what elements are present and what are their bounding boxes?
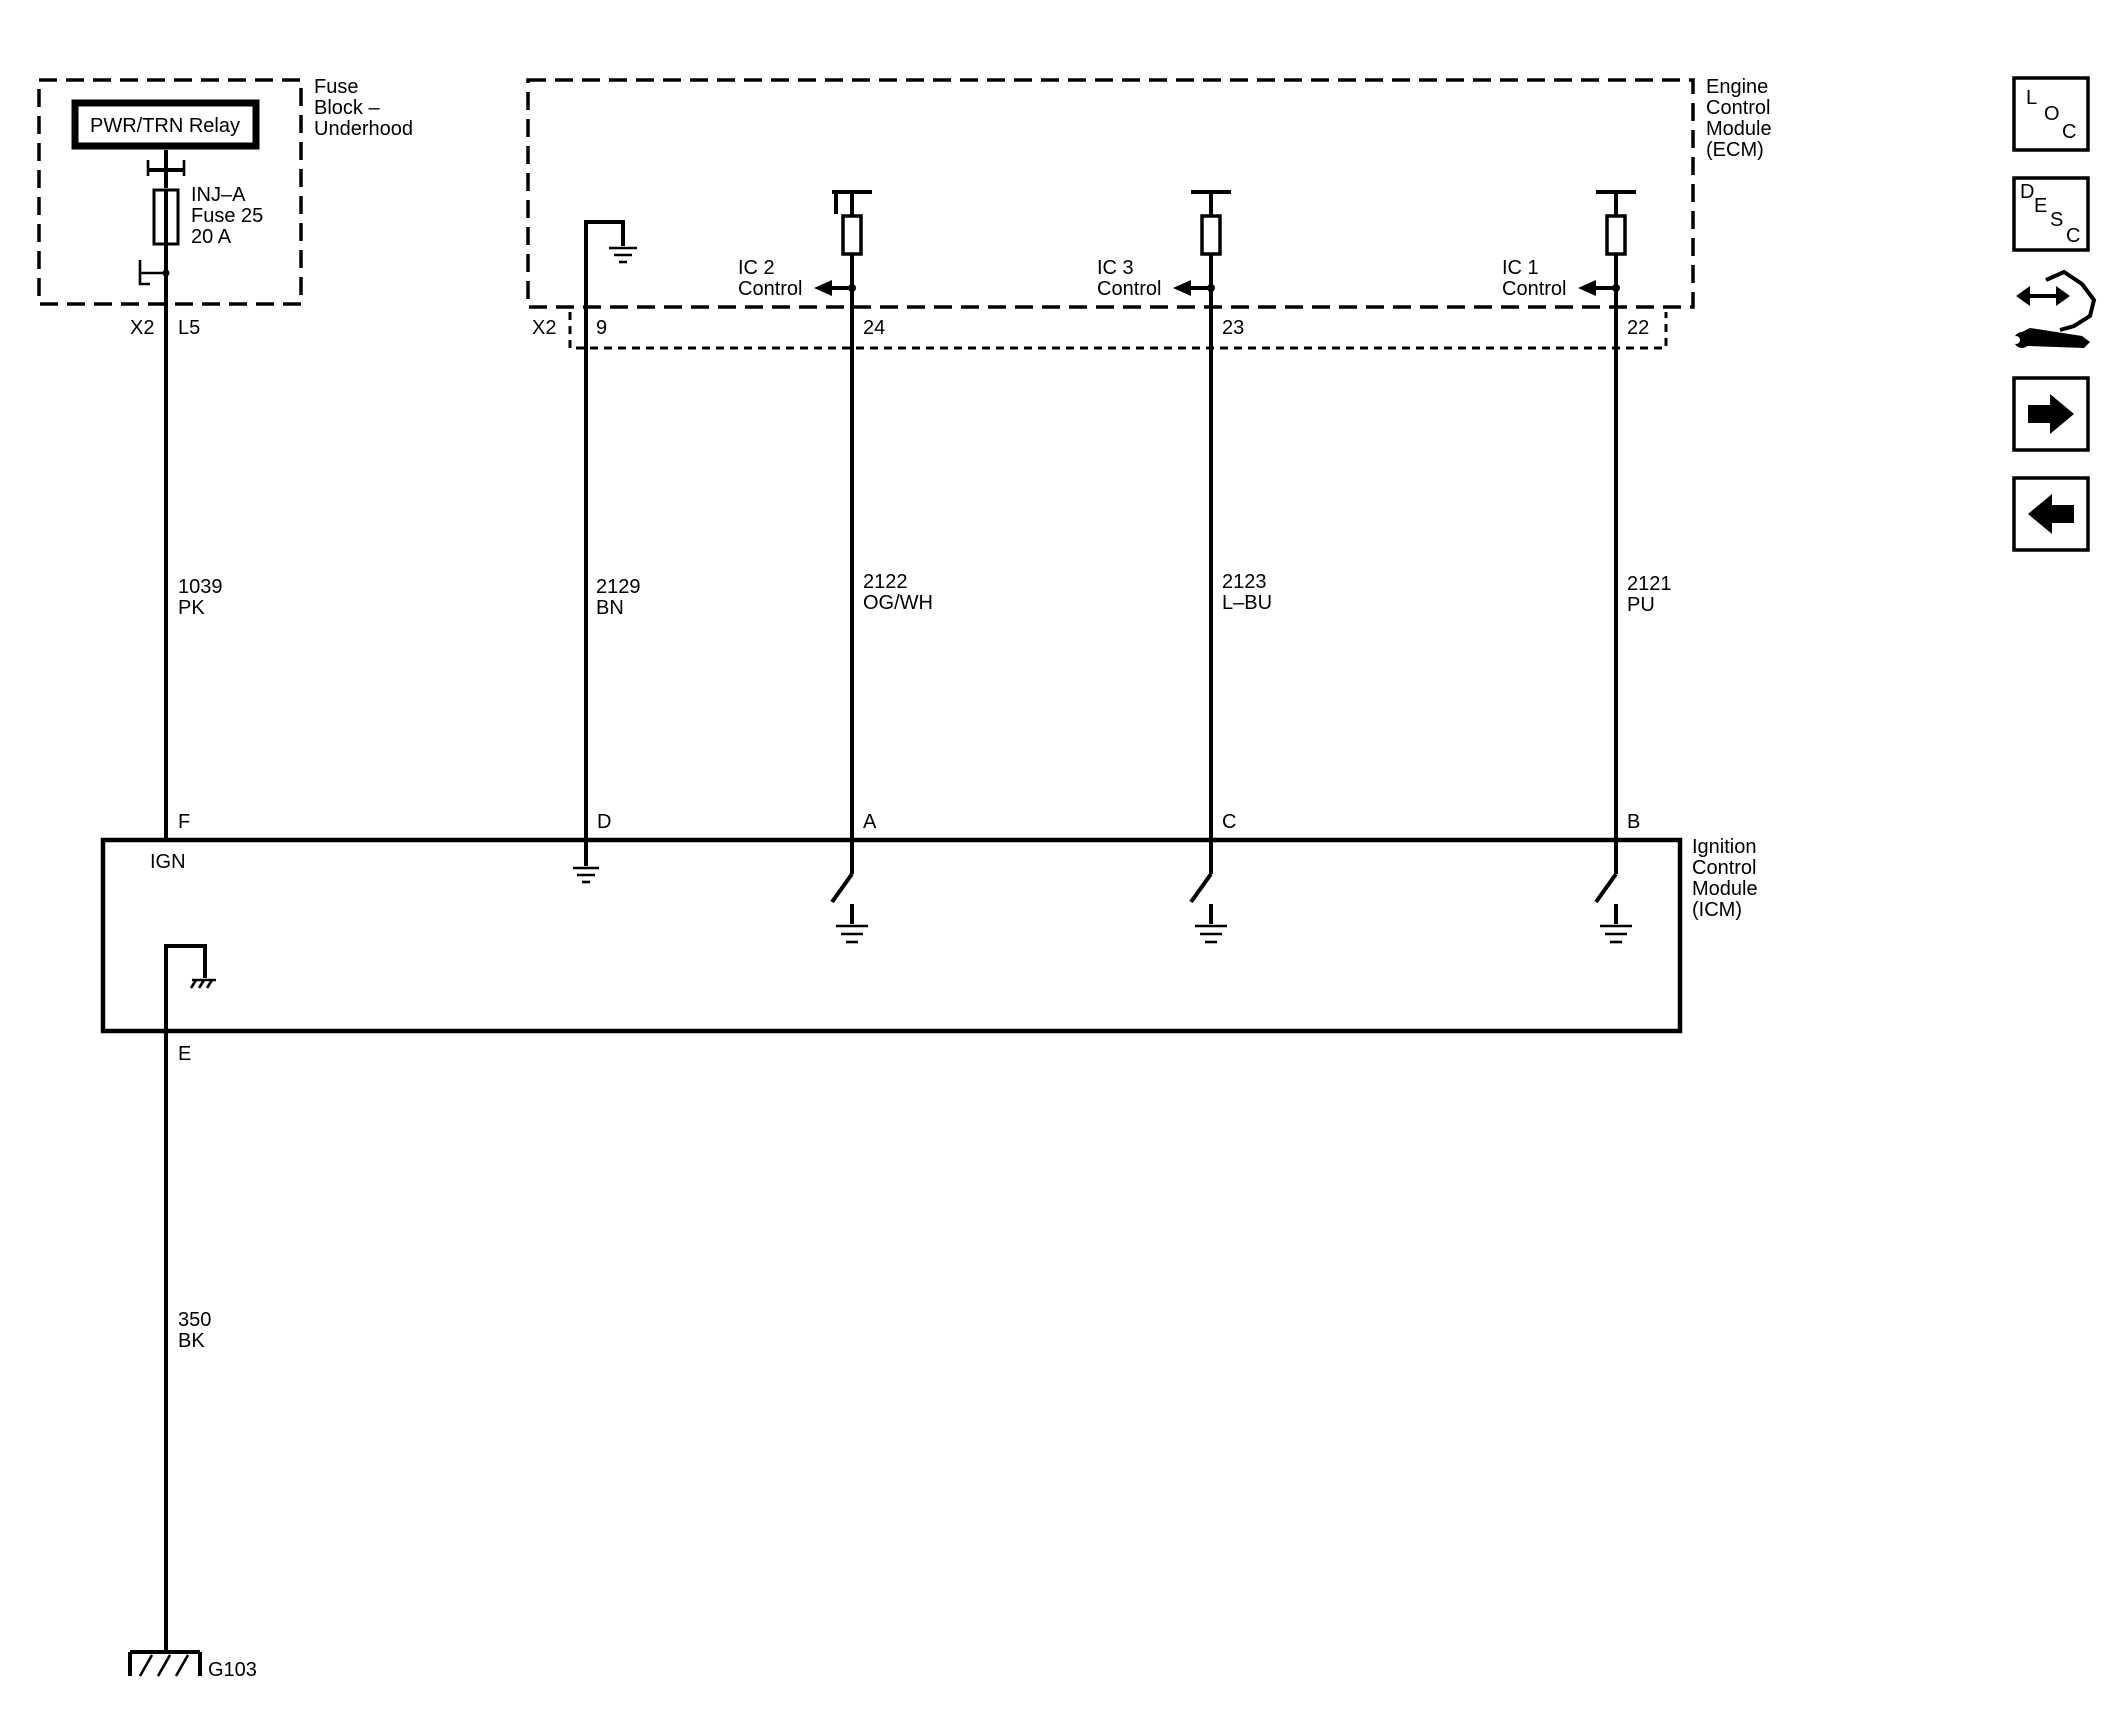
desc-letter-e: E [2034,195,2047,217]
desc-letter-d: D [2020,181,2034,203]
ecm-pin-9: 9 [596,317,607,339]
ecm-label-3: Module [1706,118,1772,140]
fuse-number: Fuse 25 [191,205,263,227]
connector-views-icon[interactable] [2012,269,2097,348]
loc-letter-l: L [2026,87,2037,109]
location-button[interactable]: L O C [2012,76,2090,152]
ecm-drivers: IC 2 Control IC 3 Control IC 1 Control [738,190,1636,862]
ground-g103: G103 [128,1650,257,1681]
ecm-pin-24: 24 [863,317,885,339]
ecm-label-4: (ECM) [1706,139,1764,161]
ic2-label-1: IC 2 [738,257,775,279]
wire-1039-color: PK [178,597,205,619]
fuse-block-underhood: Fuse Block – Underhood PWR/TRN Relay INJ… [37,76,413,339]
ic1-label-1: IC 1 [1502,257,1539,279]
wire-2129-color: BN [596,597,624,619]
wire-2121-color: PU [1627,594,1655,616]
wire-350-bk: 350 BK [164,1031,211,1652]
relay-label: PWR/TRN Relay [90,115,240,137]
ecm-connector-x2: X2 [532,317,556,339]
wire-2123-color: L–BU [1222,592,1272,614]
wire-2121-pu: 2121 PU [1627,573,1672,616]
fuse-name: INJ–A [191,184,246,206]
wire-2129-circuit: 2129 [596,576,641,598]
ecm-pin-22: 22 [1627,317,1649,339]
wire-2123-lbu: 2123 L–BU [1222,571,1272,614]
ic3-label-1: IC 3 [1097,257,1134,279]
fuse-block-label-1: Fuse [314,76,358,98]
ic2-label-2: Control [738,278,802,300]
wire-350-circuit: 350 [178,1309,211,1331]
fuse-block-label-2: Block – [314,97,380,119]
description-button[interactable]: D E S C [2012,176,2090,252]
pwr-trn-relay: PWR/TRN Relay [71,99,260,150]
ic1-label-2: Control [1502,278,1566,300]
icm-pin-a: A [863,811,877,833]
next-arrow-button[interactable] [2012,376,2090,452]
next-arrow-icon [2028,394,2074,434]
back-arrow-button[interactable] [2012,476,2090,552]
wire-2122-ogwh: 2122 OG/WH [863,571,933,614]
icm-ign-label: IGN [150,851,186,873]
icm-pin-c: C [1222,811,1236,833]
engine-control-module: Engine Control Module (ECM) X2 9 24 23 2… [526,76,1772,352]
loc-letter-o: O [2044,103,2060,125]
icm-pin-d: D [597,811,611,833]
wire-2122-circuit: 2122 [863,571,908,593]
back-arrow-icon [2028,494,2074,534]
ecm-label-1: Engine [1706,76,1768,98]
ignition-control-module: Ignition Control Module (ICM) F D A C B … [100,811,1758,1065]
wire-2129-bn: 2129 BN [584,348,641,864]
wire-2122-color: OG/WH [863,592,933,614]
desc-letter-c: C [2066,225,2080,247]
wire-1039-pk: 1039 PK [164,274,223,838]
fuse-connector-l5: L5 [178,317,200,339]
icm-pin-e: E [178,1043,191,1065]
ic3-label-2: Control [1097,278,1161,300]
fuse-block-label-3: Underhood [314,118,413,140]
wire-350-color: BK [178,1330,205,1352]
ecm-label-2: Control [1706,97,1770,119]
wire-1039-circuit: 1039 [178,576,223,598]
wire-2121-circuit: 2121 [1627,573,1672,595]
icm-label-4: (ICM) [1692,899,1742,921]
wire-2123-circuit: 2123 [1222,571,1267,593]
icm-pin-b: B [1627,811,1640,833]
icm-label-2: Control [1692,857,1756,879]
fuse-rating: 20 A [191,226,232,248]
ecm-pin-23: 23 [1222,317,1244,339]
icm-label-3: Module [1692,878,1758,900]
icm-label-1: Ignition [1692,836,1757,858]
fuse-connector-x2: X2 [130,317,154,339]
loc-letter-c: C [2062,121,2076,143]
ground-label: G103 [208,1659,257,1681]
icm-pin-f: F [178,811,190,833]
desc-letter-s: S [2050,209,2063,231]
